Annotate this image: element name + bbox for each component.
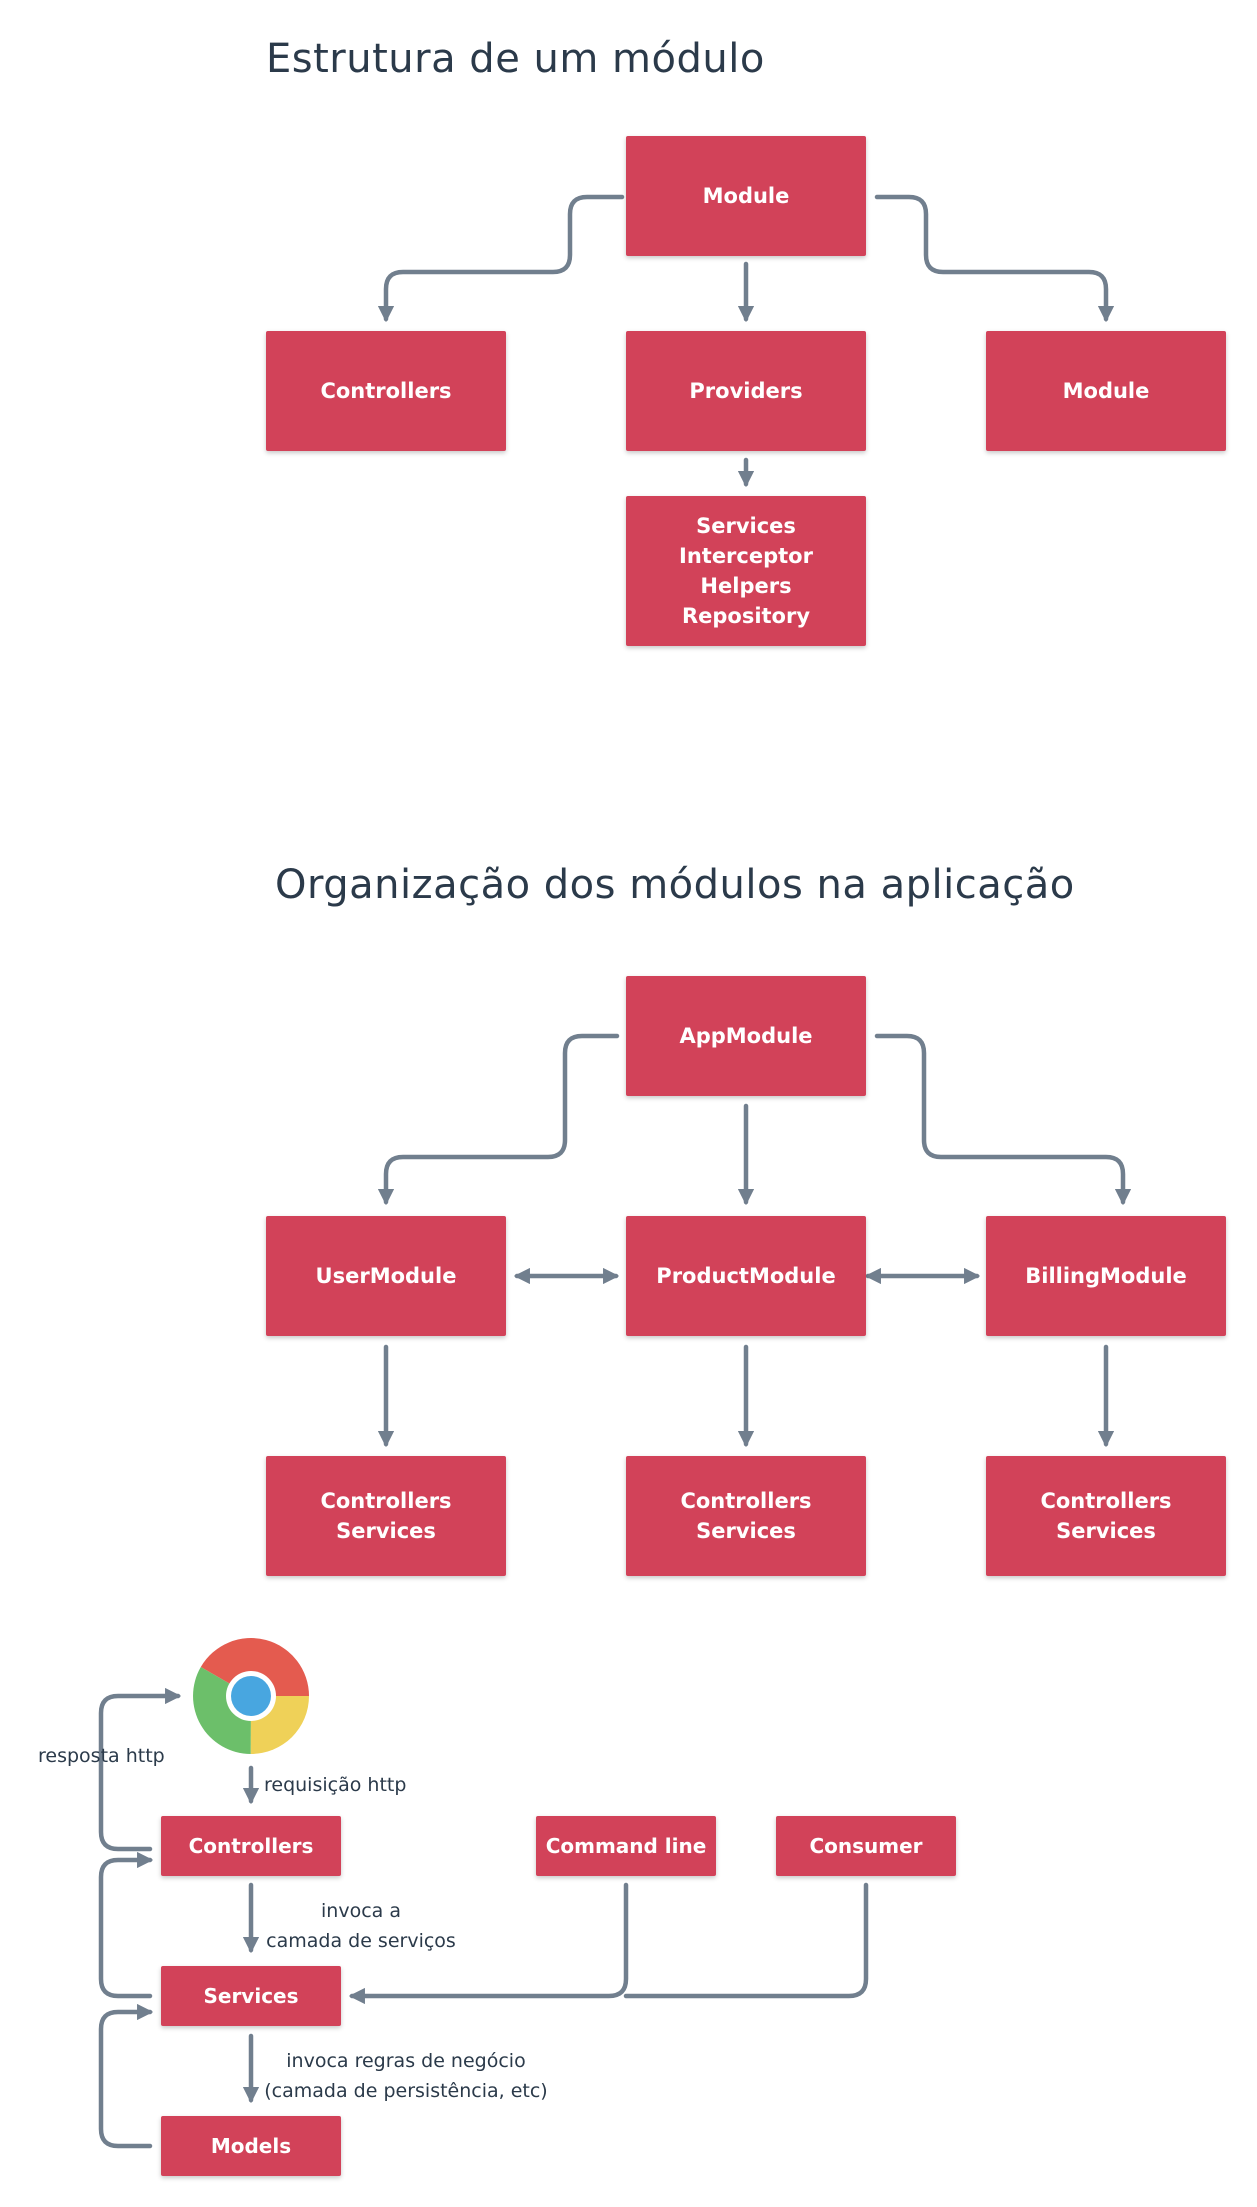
node-product-children: Controllers Services (626, 1456, 866, 1576)
node-label-repository: Repository (681, 604, 811, 628)
label-response-http: resposta http (38, 1745, 165, 1767)
node-label-controllers: Controllers (320, 1489, 452, 1513)
label-invoke-rules: invoca regras de negócio (camada de pers… (256, 2046, 556, 2106)
edge-commandline-services (348, 1882, 629, 2005)
node-command-line: Command line (536, 1816, 716, 1876)
node-app-module: AppModule (626, 976, 866, 1096)
node-label-controllers: Controllers (1040, 1489, 1172, 1513)
node-billing-children: Controllers Services (986, 1456, 1226, 1576)
node-services-flow: Services (161, 1966, 341, 2026)
node-label: Module (702, 184, 790, 208)
node-label-services: Services (336, 1519, 436, 1543)
node-label: Controllers (320, 379, 452, 403)
node-label: Providers (689, 379, 803, 403)
node-label-services: Services (696, 514, 796, 538)
node-user-module: UserModule (266, 1216, 506, 1336)
node-label-services: Services (1056, 1519, 1156, 1543)
node-providers: Providers (626, 331, 866, 451)
node-label: Controllers (188, 1834, 314, 1858)
node-product-module: ProductModule (626, 1216, 866, 1336)
node-models-flow: Models (161, 2116, 341, 2176)
section-title-module-organization: Organização dos módulos na aplicação (275, 862, 1075, 908)
section-title-module-structure: Estrutura de um módulo (266, 36, 765, 82)
node-label: Consumer (809, 1834, 923, 1858)
node-consumer: Consumer (776, 1816, 956, 1876)
label-invoke-services-line2: camada de serviços (266, 1930, 456, 1952)
label-invoke-rules-line1: invoca regras de negócio (286, 2050, 526, 2072)
node-module: Module (626, 136, 866, 256)
edge-controllers-browser-response (98, 1687, 182, 1852)
node-label: Services (203, 1984, 299, 2008)
node-label: BillingModule (1025, 1264, 1187, 1288)
node-label: AppModule (679, 1024, 813, 1048)
edge-models-services-return (98, 2003, 154, 2149)
label-invoke-rules-line2: (camada de persistência, etc) (264, 2080, 548, 2102)
node-label: Module (1062, 379, 1150, 403)
label-request-http: requisição http (264, 1774, 407, 1796)
node-label: UserModule (315, 1264, 457, 1288)
node-label: ProductModule (656, 1264, 836, 1288)
node-module-imported: Module (986, 331, 1226, 451)
node-label-interceptor: Interceptor (679, 544, 813, 568)
edge-app-user (377, 1033, 620, 1206)
label-invoke-services-line1: invoca a (321, 1900, 401, 1922)
chrome-icon (193, 1638, 309, 1755)
node-user-children: Controllers Services (266, 1456, 506, 1576)
edge-app-billing (874, 1033, 1132, 1206)
node-controllers-flow: Controllers (161, 1816, 341, 1876)
node-label-controllers: Controllers (680, 1489, 812, 1513)
node-controllers: Controllers (266, 331, 506, 451)
node-label: Models (210, 2134, 292, 2158)
edge-consumer-services (623, 1882, 869, 1999)
node-label-services: Services (696, 1519, 796, 1543)
node-label-helpers: Helpers (700, 574, 792, 598)
node-label: Command line (545, 1834, 707, 1858)
node-billing-module: BillingModule (986, 1216, 1226, 1336)
edge-module-module (874, 194, 1115, 323)
edge-module-controllers (377, 194, 625, 323)
node-provider-items: Services Interceptor Helpers Repository (626, 496, 866, 646)
label-invoke-services: invoca a camada de serviços (256, 1896, 466, 1956)
edge-services-controllers-return (98, 1851, 154, 1999)
